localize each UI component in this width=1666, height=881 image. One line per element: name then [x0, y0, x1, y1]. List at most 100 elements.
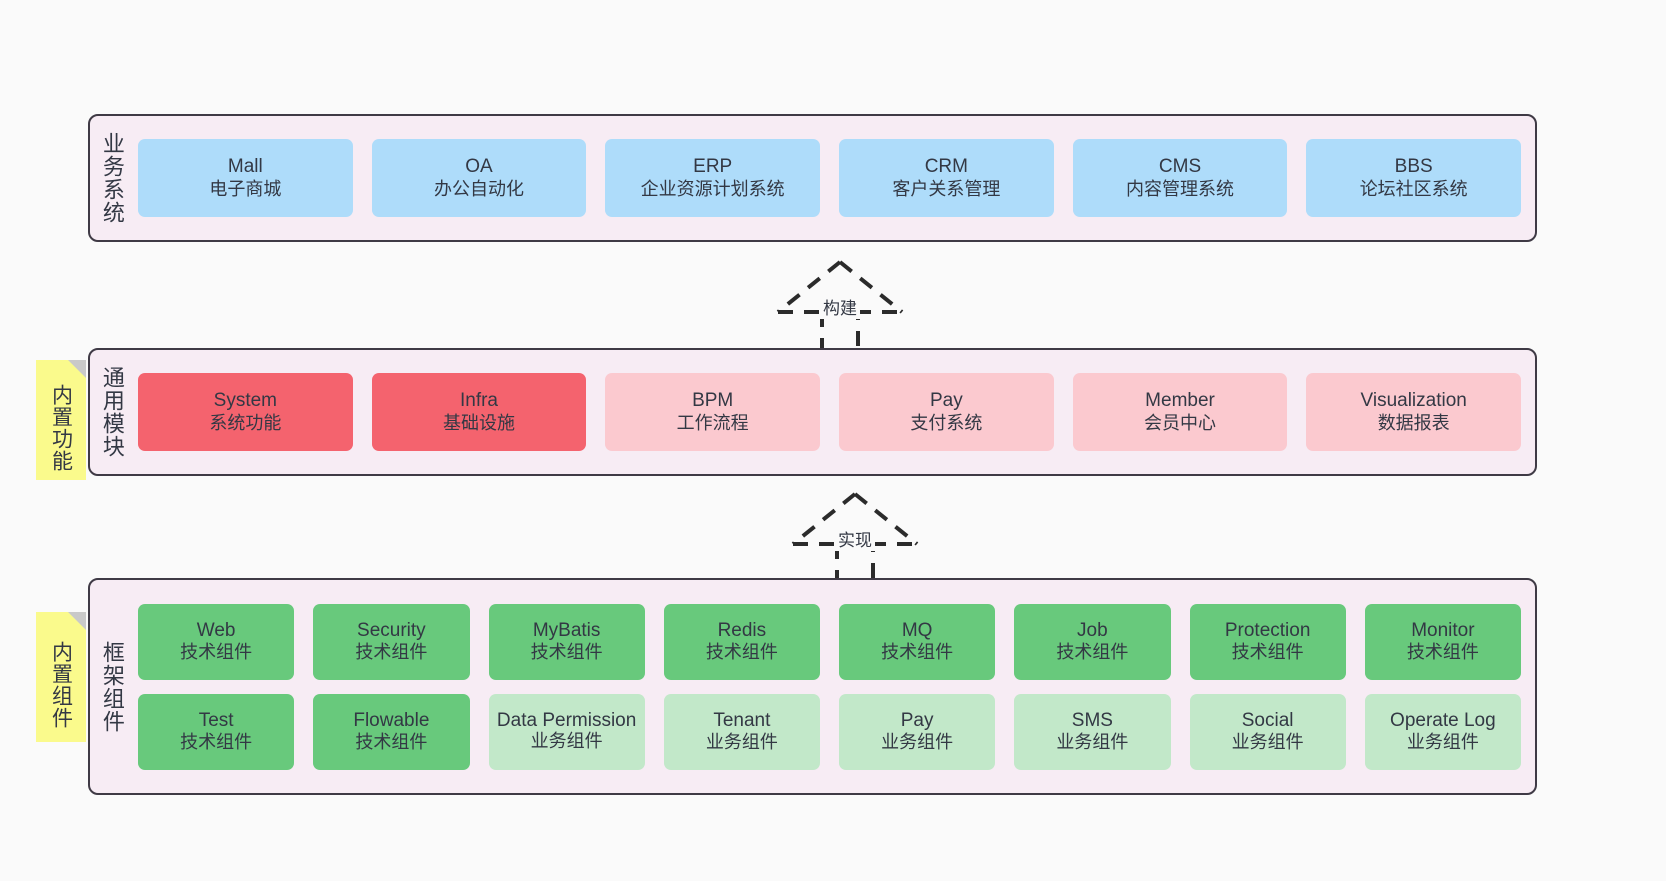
node-erp[interactable]: ERP 企业资源计划系统	[605, 139, 821, 217]
node-monitor[interactable]: Monitor 技术组件	[1364, 603, 1521, 680]
node-title: Web	[196, 619, 236, 641]
node-cms[interactable]: CMS 内容管理系统	[1072, 139, 1288, 217]
node-subtitle: 技术组件	[881, 642, 954, 663]
layer-business-systems: 业务系统 Mall 电子商城 OA 办公自动化 ERP 企业资源计划系统 CRM…	[88, 114, 1537, 242]
layer-body-general-modules: System 系统功能 Infra 基础设施 BPM 工作流程 Pay 支付系统…	[134, 350, 1535, 474]
connector-implement: 实现	[775, 488, 935, 584]
node-crm[interactable]: CRM 客户关系管理	[839, 139, 1054, 217]
node-title: BPM	[692, 390, 734, 412]
node-subtitle: 业务组件	[1231, 732, 1304, 753]
node-member[interactable]: Member 会员中心	[1072, 373, 1288, 451]
node-title: Infra	[459, 390, 499, 412]
node-subtitle: 内容管理系统	[1126, 178, 1235, 199]
sticky-note-label: 内置功能	[49, 384, 73, 472]
node-security[interactable]: Security 技术组件	[313, 603, 470, 680]
node-bpm[interactable]: BPM 工作流程	[605, 373, 821, 451]
node-title: Redis	[717, 619, 767, 641]
node-subtitle: 业务组件	[705, 732, 778, 753]
framework-business-row: Test 技术组件 Flowable 技术组件 Data Permission …	[138, 693, 1521, 770]
node-subtitle: 工作流程	[676, 412, 749, 433]
business-systems-row: Mall 电子商城 OA 办公自动化 ERP 企业资源计划系统 CRM 客户关系…	[138, 139, 1522, 217]
layer-body-business-systems: Mall 电子商城 OA 办公自动化 ERP 企业资源计划系统 CRM 客户关系…	[134, 116, 1535, 240]
node-job[interactable]: Job 技术组件	[1014, 603, 1171, 680]
node-operate-log[interactable]: Operate Log 业务组件	[1364, 693, 1521, 770]
node-subtitle: 数据报表	[1377, 412, 1450, 433]
layer-title-business-systems: 业务系统	[99, 132, 125, 224]
node-subtitle: 技术组件	[180, 642, 253, 663]
node-title: Data Permission	[496, 709, 637, 731]
node-subtitle: 技术组件	[1406, 642, 1479, 663]
node-oa[interactable]: OA 办公自动化	[371, 139, 587, 217]
node-title: Job	[1077, 619, 1108, 641]
node-protection[interactable]: Protection 技术组件	[1189, 603, 1346, 680]
sticky-note-builtin-functions: 内置功能	[36, 360, 86, 480]
note-fold-corner-icon	[68, 612, 86, 630]
sticky-note-label: 内置组件	[49, 641, 73, 729]
node-title: Security	[357, 619, 426, 641]
general-modules-row: System 系统功能 Infra 基础设施 BPM 工作流程 Pay 支付系统…	[138, 373, 1522, 451]
node-bbs[interactable]: BBS 论坛社区系统	[1306, 139, 1522, 217]
node-subtitle: 技术组件	[705, 642, 778, 663]
node-subtitle: 技术组件	[1231, 642, 1304, 663]
sticky-note-builtin-components: 内置组件	[36, 612, 86, 742]
layer-general-modules: 通用模块 System 系统功能 Infra 基础设施 BPM 工作流程 Pay…	[88, 348, 1537, 476]
node-title: MyBatis	[532, 619, 601, 641]
node-subtitle: 业务组件	[530, 731, 603, 752]
node-subtitle: 业务组件	[1406, 732, 1479, 753]
node-title: SMS	[1071, 709, 1113, 731]
node-mq[interactable]: MQ 技术组件	[839, 603, 996, 680]
node-subtitle: 支付系统	[910, 412, 983, 433]
node-subtitle: 电子商城	[209, 178, 282, 199]
node-title: Protection	[1224, 619, 1311, 641]
node-subtitle: 系统功能	[209, 412, 282, 433]
connector-implement-label: 实现	[835, 526, 875, 551]
node-title: Pay	[900, 709, 934, 731]
node-test[interactable]: Test 技术组件	[138, 693, 295, 770]
connector-build: 构建	[760, 256, 920, 352]
node-title: BBS	[1394, 156, 1433, 178]
node-pay-component[interactable]: Pay 业务组件	[839, 693, 996, 770]
node-visualization[interactable]: Visualization 数据报表	[1306, 373, 1522, 451]
node-subtitle: 技术组件	[1056, 642, 1129, 663]
node-subtitle: 论坛社区系统	[1359, 178, 1468, 199]
layer-title-general-modules: 通用模块	[99, 366, 125, 458]
node-title: Pay	[929, 390, 963, 412]
node-title: Social	[1241, 709, 1294, 731]
node-tenant[interactable]: Tenant 业务组件	[663, 693, 820, 770]
node-title: Flowable	[353, 709, 430, 731]
node-subtitle: 办公自动化	[434, 178, 524, 199]
framework-tech-row: Web 技术组件 Security 技术组件 MyBatis 技术组件 Redi…	[138, 603, 1521, 680]
node-mall[interactable]: Mall 电子商城	[138, 139, 353, 217]
node-subtitle: 技术组件	[355, 732, 428, 753]
node-system[interactable]: System 系统功能	[138, 373, 353, 451]
node-subtitle: 企业资源计划系统	[640, 178, 785, 199]
node-flowable[interactable]: Flowable 技术组件	[313, 693, 470, 770]
node-subtitle: 技术组件	[355, 642, 428, 663]
node-title: Mall	[227, 156, 263, 178]
node-title: Tenant	[713, 709, 771, 731]
node-title: Visualization	[1360, 390, 1467, 412]
node-subtitle: 会员中心	[1144, 412, 1217, 433]
node-mybatis[interactable]: MyBatis 技术组件	[488, 603, 645, 680]
note-fold-corner-icon	[68, 360, 86, 378]
node-title: ERP	[693, 156, 733, 178]
node-title: Member	[1145, 390, 1215, 412]
node-title: MQ	[901, 619, 933, 641]
node-web[interactable]: Web 技术组件	[138, 603, 295, 680]
node-title: Monitor	[1411, 619, 1475, 641]
node-social[interactable]: Social 业务组件	[1189, 693, 1346, 770]
node-redis[interactable]: Redis 技术组件	[663, 603, 820, 680]
layer-body-framework-components: Web 技术组件 Security 技术组件 MyBatis 技术组件 Redi…	[134, 580, 1535, 793]
node-data-permission[interactable]: Data Permission 业务组件	[488, 693, 645, 770]
node-sms[interactable]: SMS 业务组件	[1014, 693, 1171, 770]
node-title: Test	[198, 709, 234, 731]
node-subtitle: 业务组件	[881, 732, 954, 753]
node-title: CRM	[924, 156, 968, 178]
node-title: System	[213, 390, 278, 412]
node-subtitle: 技术组件	[180, 732, 253, 753]
node-title: CMS	[1158, 156, 1202, 178]
layer-title-framework-components: 框架组件	[99, 640, 125, 733]
node-pay-module[interactable]: Pay 支付系统	[839, 373, 1054, 451]
node-infra[interactable]: Infra 基础设施	[371, 373, 587, 451]
node-subtitle: 客户关系管理	[892, 178, 1001, 199]
